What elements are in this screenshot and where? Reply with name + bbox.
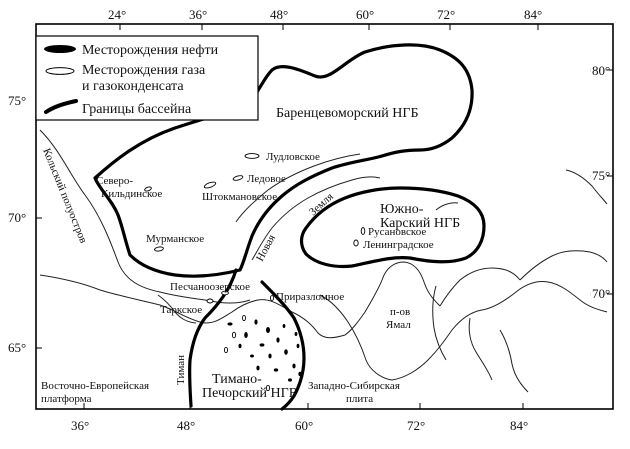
legend-gas-label-2: и газоконденсата bbox=[82, 79, 184, 94]
oil-field-marker bbox=[238, 343, 242, 349]
legend-gas-symbol bbox=[45, 67, 75, 75]
oil-field-marker bbox=[244, 332, 248, 338]
south-kara-basin-boundary bbox=[299, 186, 486, 269]
gas-field-prirazlomnoe bbox=[269, 295, 275, 301]
region-label-timan: Тиман bbox=[175, 355, 187, 385]
region-label-yamal-2: Ямал bbox=[386, 319, 411, 331]
map-frame bbox=[35, 23, 614, 410]
oil-field-marker bbox=[250, 354, 254, 358]
oil-field-marker bbox=[292, 363, 296, 369]
region-label-west-siberia-1: Западно-Сибирская bbox=[308, 380, 400, 392]
tick-right: 70° bbox=[592, 286, 610, 301]
oil-field-marker bbox=[273, 368, 279, 372]
oil-field-marker bbox=[256, 365, 260, 371]
tick-left: 70° bbox=[8, 210, 26, 225]
field-label-prirazlomnoe: Приразломное bbox=[276, 291, 344, 303]
field-labels: Лудловское Ледовое Штокмановское Северо-… bbox=[96, 151, 434, 316]
gas-field-ledovoe bbox=[232, 175, 244, 181]
field-label-severo-kildinskoe-1: Северо- bbox=[96, 175, 133, 187]
field-label-rusanovskoe: Русановское bbox=[368, 226, 426, 238]
tick-right: 80° bbox=[592, 63, 610, 78]
barents-basin-boundary bbox=[93, 43, 474, 278]
gas-field-rusanovskoe bbox=[360, 227, 366, 235]
oil-field-marker bbox=[266, 327, 270, 333]
region-label-yamal-1: п-ов bbox=[390, 306, 410, 318]
gas-field-marker bbox=[242, 314, 246, 322]
field-label-murmanskoe: Мурманское bbox=[146, 233, 204, 245]
gas-field-leningradskoe bbox=[353, 239, 359, 247]
gas-field-murmanskoe bbox=[154, 246, 164, 252]
tick-left: 65° bbox=[8, 340, 26, 355]
tick-bottom: 72° bbox=[407, 418, 425, 433]
oil-field-marker bbox=[298, 371, 302, 377]
oil-field-marker bbox=[259, 343, 265, 347]
legend-boundary-symbol bbox=[44, 99, 78, 114]
timan-pechora-basin-label-1: Тимано- bbox=[212, 372, 262, 387]
basin-boundaries bbox=[93, 43, 486, 411]
tick-bottom: 60° bbox=[295, 418, 313, 433]
region-label-kola: Кольский полуостров bbox=[40, 147, 89, 245]
field-label-shtokmanovskoe: Штокмановское bbox=[202, 191, 277, 203]
oil-field-marker bbox=[296, 343, 300, 349]
gas-field-marker bbox=[223, 346, 229, 354]
timan-pechora-basin-boundary-west bbox=[187, 268, 238, 408]
gas-field-tarkskoe bbox=[206, 298, 214, 304]
field-label-tarkskoe: Таркское bbox=[160, 304, 202, 316]
timan-pechora-basin-label-2: Печорский НГБ bbox=[202, 386, 297, 401]
field-label-leningradskoe: Ленинградское bbox=[363, 239, 434, 251]
field-label-peschanoozerskoe: Песчаноозерское bbox=[170, 281, 250, 293]
tick-right: 75° bbox=[592, 168, 610, 183]
tick-bottom: 84° bbox=[510, 418, 528, 433]
tick-top: 84° bbox=[524, 7, 542, 22]
gas-field-ludlovskoe bbox=[244, 153, 260, 159]
region-label-east-europe-2: платформа bbox=[41, 393, 92, 405]
tick-labels: 24° 36° 48° 60° 72° 84° 36° 48° 60° 72° … bbox=[8, 7, 610, 433]
region-label-east-europe-1: Восточно-Европейская bbox=[41, 380, 149, 392]
legend-oil-symbol bbox=[44, 45, 76, 53]
field-label-severo-kildinskoe-2: Кильдинское bbox=[101, 188, 162, 200]
tick-left: 75° bbox=[8, 93, 26, 108]
legend-gas-label-1: Месторождения газа bbox=[82, 63, 206, 78]
tick-bottom: 36° bbox=[71, 418, 89, 433]
south-kara-basin-label-2: Карский НГБ bbox=[380, 216, 460, 231]
gas-field-peschanoozerskoe bbox=[221, 290, 229, 296]
legend: Месторождения нефти Месторождения газа и… bbox=[35, 35, 259, 121]
legend-boundary-label: Границы бассейна bbox=[82, 102, 192, 117]
region-label-novaya: Новая bbox=[254, 233, 278, 264]
tick-top: 72° bbox=[437, 7, 455, 22]
oil-field-marker bbox=[227, 322, 233, 326]
tick-top: 60° bbox=[356, 7, 374, 22]
field-label-ludlovskoe: Лудловское bbox=[266, 151, 320, 163]
oil-field-marker bbox=[254, 319, 258, 325]
tick-bottom: 48° bbox=[177, 418, 195, 433]
legend-oil-label: Месторождения нефти bbox=[82, 43, 219, 58]
gas-field-shtokmanovskoe bbox=[203, 181, 217, 189]
gas-field-marker bbox=[265, 384, 271, 392]
region-label-west-siberia-2: плита bbox=[346, 393, 373, 405]
oil-field-cluster bbox=[227, 319, 302, 382]
oil-field-marker bbox=[284, 349, 288, 355]
field-label-ledovoe: Ледовое bbox=[247, 173, 286, 185]
south-kara-basin-label-1: Южно- bbox=[380, 202, 424, 217]
barents-basin-label: Баренцевоморский НГБ bbox=[276, 106, 419, 121]
tick-top: 24° bbox=[108, 7, 126, 22]
gas-field-markers bbox=[144, 153, 366, 392]
oil-field-marker bbox=[288, 378, 292, 382]
gas-field-severo-kildinskoe bbox=[144, 186, 152, 192]
oil-field-marker bbox=[282, 324, 286, 328]
coastlines bbox=[39, 129, 608, 393]
tick-top: 36° bbox=[189, 7, 207, 22]
oil-field-marker bbox=[276, 337, 280, 343]
oil-field-marker bbox=[268, 353, 272, 359]
timan-pechora-basin-boundary-east bbox=[260, 280, 306, 411]
gas-field-marker bbox=[231, 331, 237, 339]
oil-field-marker bbox=[294, 332, 298, 336]
basin-labels: Баренцевоморский НГБ Южно- Карский НГБ Т… bbox=[202, 106, 460, 401]
tick-top: 48° bbox=[270, 7, 288, 22]
